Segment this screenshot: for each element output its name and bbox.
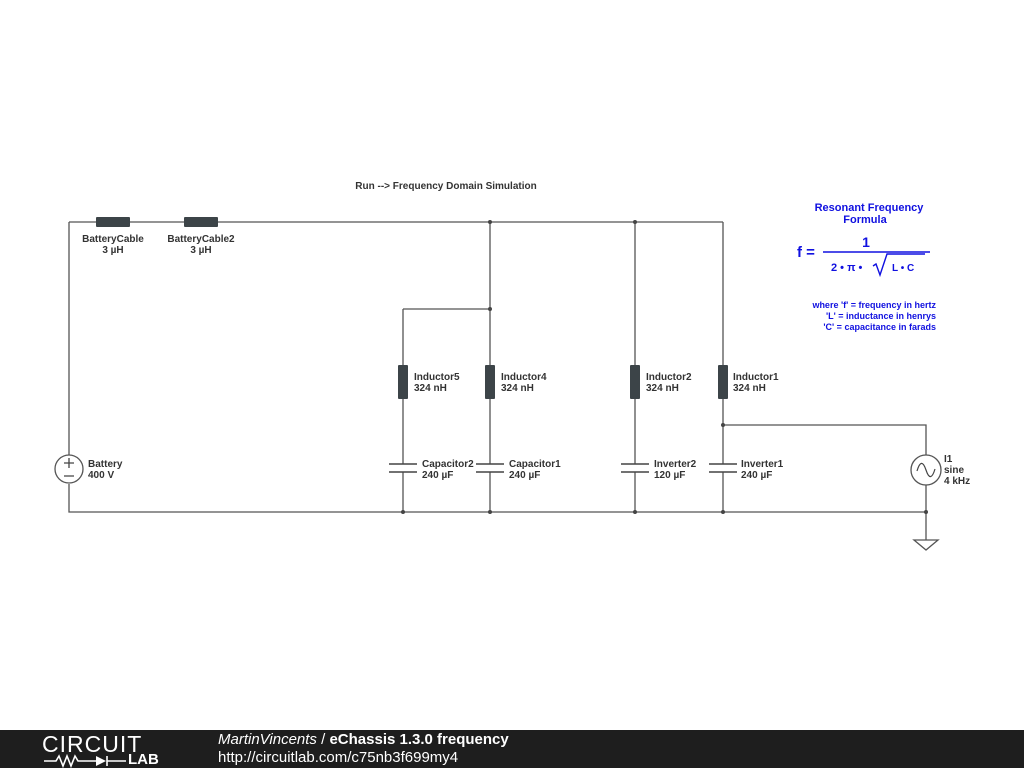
- battery-cable2-value: 3 µH: [190, 245, 211, 256]
- formula-note-line1: where 'f' = frequency in hertz: [811, 300, 936, 310]
- junction-dots: [401, 220, 928, 514]
- sine-current-source-i1[interactable]: I1 sine 4 kHz: [910, 454, 970, 487]
- battery-cable2-name: BatteryCable2: [167, 234, 235, 245]
- capacitor2-name: Capacitor2: [422, 459, 474, 470]
- battery-value: 400 V: [88, 470, 114, 481]
- capacitor1-value: 240 µF: [509, 470, 540, 481]
- ground-icon: [912, 539, 940, 551]
- capacitor2[interactable]: Capacitor2 240 µF: [389, 459, 474, 481]
- battery-cable2-inductor[interactable]: BatteryCable2 3 µH: [167, 217, 235, 256]
- battery-name: Battery: [88, 459, 123, 470]
- resonant-frequency-formula: Resonant Frequency Formula f = 1 2 • π •…: [797, 202, 936, 332]
- inductor1-value: 324 nH: [733, 383, 766, 394]
- formula-denominator-left: 2 • π •: [831, 262, 863, 274]
- circuit-credit: MartinVincents / eChassis 1.3.0 frequenc…: [218, 731, 509, 749]
- schematic-canvas: Run --> Frequency Domain Simulation Batt…: [54, 181, 970, 551]
- inverter2-name: Inverter2: [654, 459, 697, 470]
- battery-voltage-source[interactable]: Battery 400 V: [54, 454, 123, 484]
- credit-separator: /: [316, 731, 330, 748]
- capacitor1[interactable]: Capacitor1 240 µF: [476, 459, 561, 481]
- source-i1-type: sine: [944, 465, 964, 476]
- formula-note-line3: 'C' = capacitance in farads: [823, 322, 936, 332]
- inductor1[interactable]: Inductor1 324 nH: [718, 365, 779, 399]
- inductor2-value: 324 nH: [646, 383, 679, 394]
- inductor4-value: 324 nH: [501, 383, 534, 394]
- formula-denominator-root: L • C: [892, 263, 914, 274]
- battery-cable-value: 3 µH: [102, 245, 123, 256]
- formula-note-line2: 'L' = inductance in henrys: [826, 311, 936, 321]
- wires: [68, 221, 927, 540]
- source-i1-name: I1: [944, 454, 953, 465]
- inductor5[interactable]: Inductor5 324 nH: [398, 365, 460, 399]
- resistor-diode-icon: [44, 754, 126, 768]
- inverter1-value: 240 µF: [741, 470, 772, 481]
- inductor1-name: Inductor1: [733, 372, 779, 383]
- plus-minus-icon: [64, 458, 74, 477]
- inverter2-value: 120 µF: [654, 470, 685, 481]
- circuit-url[interactable]: http://circuitlab.com/c75nb3f699my4: [218, 749, 459, 766]
- battery-cable-inductor[interactable]: BatteryCable 3 µH: [82, 217, 144, 256]
- footer-bar: CIRCUIT LAB MartinVincents / eChassis 1.…: [0, 730, 1024, 768]
- circuit-title[interactable]: eChassis 1.3.0 frequency: [329, 731, 509, 748]
- inverter1-name: Inverter1: [741, 459, 784, 470]
- capacitor1-name: Capacitor1: [509, 459, 561, 470]
- author-link[interactable]: MartinVincents: [218, 731, 317, 748]
- capacitor2-value: 240 µF: [422, 470, 453, 481]
- inductor2-name: Inductor2: [646, 372, 692, 383]
- inverter1-capacitor[interactable]: Inverter1 240 µF: [709, 459, 784, 481]
- simulation-annotation: Run --> Frequency Domain Simulation: [355, 181, 536, 192]
- inductor5-value: 324 nH: [414, 383, 447, 394]
- formula-numerator: 1: [862, 234, 870, 250]
- square-root-icon: [872, 253, 925, 278]
- formula-lhs: f =: [797, 244, 815, 261]
- sine-wave-icon: [916, 462, 936, 478]
- formula-title-line1: Resonant Frequency: [815, 202, 925, 214]
- inductor5-name: Inductor5: [414, 372, 460, 383]
- source-i1-value: 4 kHz: [944, 476, 970, 487]
- circuitlab-logo[interactable]: CIRCUIT LAB: [42, 731, 159, 768]
- formula-title-line2: Formula: [843, 214, 887, 226]
- inverter2-capacitor[interactable]: Inverter2 120 µF: [621, 459, 697, 481]
- inductor2[interactable]: Inductor2 324 nH: [630, 365, 692, 399]
- inductor4[interactable]: Inductor4 324 nH: [485, 365, 547, 399]
- battery-cable-name: BatteryCable: [82, 234, 144, 245]
- inductor4-name: Inductor4: [501, 372, 547, 383]
